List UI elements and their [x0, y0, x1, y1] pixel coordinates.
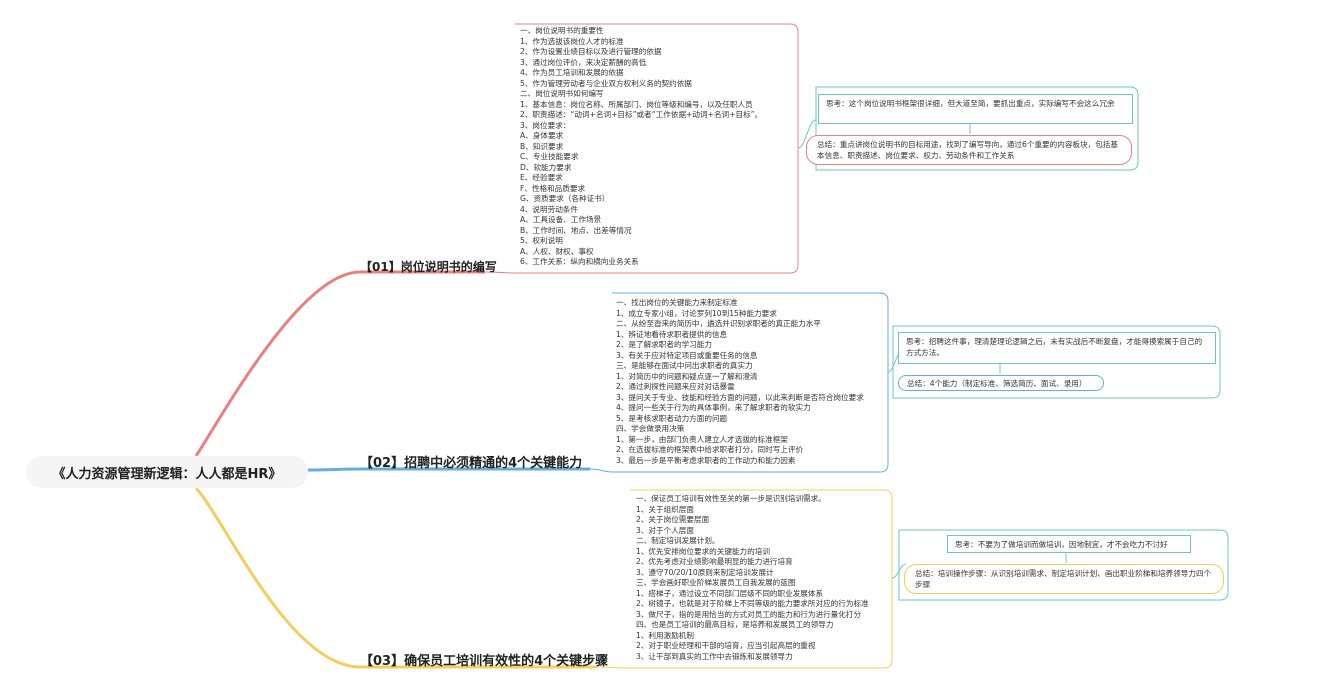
detail-line: A、工具设备、工作场景: [520, 215, 602, 224]
detail-line: 3、遵守70/20/10原则来制定培训发展计: [636, 567, 774, 577]
detail-line: F、性格和品质要求: [520, 183, 586, 193]
summary-note-02-text: 总结：4个能力（制定标准、筛选简历、面试、录用）: [907, 379, 1087, 388]
detail-line: 二、岗位说明书如何编写: [520, 89, 604, 98]
bracket-3: [596, 489, 893, 669]
detail-line: 4、提问一些关于行为的具体事例，来了解求职者的软实力: [616, 403, 811, 412]
think-note-02[interactable]: 思考：招聘这件事，理清楚理论逻辑之后，未有实战后不断复盘，才能得摸索属于自己的方…: [898, 332, 1216, 364]
branch-title-01[interactable]: 【01】岗位说明书的编写: [360, 260, 497, 274]
detail-line: 3、岗位要求：: [520, 120, 571, 130]
note-link-1: [797, 119, 817, 149]
detail-line: 2、通过刺探性问题来应对对话暴雷: [616, 382, 735, 391]
summary-note-01[interactable]: 总结：重点讲岗位说明书的目标用途，找到了编写导向，通过6个重要的内容板块，包括基…: [806, 135, 1132, 165]
detail-line: 2、树镜子，也就是对于阶梯上不同等级的能力要求所对应的行为标准: [636, 599, 869, 608]
detail-line: 2、对于职业经理和干部的培育，应当引起高层的重视: [636, 641, 816, 650]
detail-line: A、身体要求: [520, 131, 564, 140]
think-note-03-text: 思考：不要为了做培训而做培训，因地制宜，才不会吃力不讨好: [955, 540, 1168, 549]
detail-line: 二、从纷至沓来的简历中，遴选并识别求职者的真正能力水平: [616, 319, 822, 328]
detail-line: 1、优先安排岗位要求的关键能力的培训: [636, 546, 770, 556]
detail-line: 3、对于个人层面: [636, 525, 694, 535]
summary-note-03-text: 总结：培训操作步骤：从识别培训需求、制定培训计划、画出职业阶梯和培养领导力四个步…: [915, 569, 1212, 589]
detail-line: 三、学会画好职业阶梯发展员工自我发展的蓝图: [636, 578, 796, 587]
detail-line: 2、关于岗位需要层面: [636, 515, 710, 524]
detail-line: 3、通过岗位评价，来决定薪酬的高低: [520, 57, 647, 67]
detail-line: B、知识要求: [520, 141, 564, 151]
detail-line: 3、最后一步是平衡考虑求职者的工作动力和能力因素: [616, 455, 796, 465]
detail-line: C、专业技能要求: [520, 152, 579, 161]
think-note-02-text: 思考：招聘这件事，理清楚理论逻辑之后，未有实战后不断复盘，才能得摸索属于自己的方…: [906, 337, 1203, 357]
branch-2-curve: [307, 467, 590, 472]
detail-line: 1、对简历中的问题和疑点逐一了解和澄清: [616, 371, 758, 381]
detail-line: 6、工作关系：纵向和横向业务关系: [520, 257, 639, 266]
note-group-3-outline: [898, 529, 1229, 601]
bracket-1: [484, 23, 799, 274]
summary-note-03[interactable]: 总结：培训操作步骤：从识别培训需求、制定培训计划、画出职业阶梯和培养领导力四个步…: [904, 564, 1224, 594]
branch-title-02[interactable]: 【02】招聘中必须精通的4个关键能力: [360, 456, 583, 471]
detail-line: 1、成立专家小组，讨论罗列10到15种能力要求: [616, 308, 777, 318]
detail-line: 四、学会做录用决策: [616, 424, 685, 433]
detail-line: 2、优先考虑对业绩影响最明显的能力进行培育: [636, 557, 793, 566]
detail-line: 4、作为员工培训和发展的依据: [520, 68, 624, 77]
detail-line: 3、做尺子，指的是用恰当的方式对员工的能力和行为进行量化打分: [636, 609, 862, 619]
detail-line: 2、在选拔标准的框架表中给求职者打分，同时写上评价: [616, 445, 804, 454]
detail-line: 3、提问关于专业、技能和经验方面的问题，以此来判断是否符合岗位要求: [616, 392, 864, 402]
detail-line: 四、也是员工培训的最高目标，是培养和发展员工的领导力: [636, 620, 834, 629]
detail-line: 1、关于组织层面: [636, 504, 694, 514]
detail-line: 5、作为管理劳动者与企业双方权利义务的契约依据: [520, 78, 692, 88]
detail-line: 1、辨证地看待求职者提供的信息: [616, 329, 728, 339]
detail-line: 5、是考核求职者动力方面的问题: [616, 413, 728, 423]
summary-note-02[interactable]: 总结：4个能力（制定标准、筛选简历、面试、录用）: [898, 375, 1104, 391]
detail-line: E、经验要求: [520, 173, 563, 182]
detail-line: 一、岗位说明书的重要性: [520, 26, 604, 35]
detail-line: D、软能力要求: [520, 162, 572, 172]
detail-line: B、工作时间、地点、出差等情况: [520, 225, 632, 235]
detail-line: 2、是了解求职者的学习能力: [616, 340, 712, 349]
detail-line: 1、搭梯子，通过设立不同部门层级不同的职业发展体系: [636, 588, 824, 598]
detail-line: 4、说明劳动条件: [520, 204, 578, 214]
detail-line: A、人权、财权、事权: [520, 246, 594, 256]
branch-title-03[interactable]: 【03】确保员工培训有效性的4个关键步骤: [360, 654, 609, 669]
detail-line: 1、作为选拔该岗位人才的标准: [520, 36, 624, 46]
think-note-01[interactable]: 思考：这个岗位说明书框架很详细，但大道至简，要抓出重点，实际编写不会这么冗余: [818, 94, 1133, 124]
bracket-2: [589, 292, 889, 473]
think-note-03[interactable]: 思考：不要为了做培训而做培训，因地制宜，才不会吃力不讨好: [947, 535, 1191, 553]
branch-1-curve: [194, 270, 485, 457]
root-topic[interactable]: 《人力资源管理新逻辑：人人都是HR》: [26, 456, 308, 488]
detail-line: 1、第一步，由部门负责人建立人才选拔的标准框架: [616, 434, 788, 444]
detail-line: 1、利用激励机制: [636, 630, 694, 640]
detail-line: 3、让干部到真实的工作中去锻炼和发展领导力: [636, 651, 793, 661]
detail-line: 1、基本信息：岗位名称、所属部门、岗位等级和编号，以及任职人员: [520, 99, 753, 109]
detail-line: 二、制定培训发展计划。: [636, 536, 720, 545]
branch-3-curve: [194, 486, 597, 669]
detail-line: 2、职责描述：“动词+名词+目标”或者“工作依据+动词+名词+目标”。: [520, 110, 763, 119]
think-note-01-text: 思考：这个岗位说明书框架很详细，但大道至简，要抓出重点，实际编写不会这么冗余: [826, 99, 1115, 108]
detail-line: 三、是能够在面试中问出求职者的真实力: [616, 361, 753, 370]
detail-line: 5、权利说明: [520, 236, 563, 245]
note-group-1-outline: [815, 86, 1139, 171]
detail-line: 一、找出岗位的关键能力来制定标准: [616, 298, 738, 307]
summary-note-01-text: 总结：重点讲岗位说明书的目标用途，找到了编写导向，通过6个重要的内容板块，包括基…: [817, 140, 1118, 160]
note-group-2-outline: [892, 325, 1221, 399]
detail-line: 3、有关于应对特定项目或重要任务的信息: [616, 350, 758, 360]
detail-line: 2、作为设置业绩目标以及进行管理的依据: [520, 47, 662, 56]
detail-line: G、资质要求（各种证书）: [520, 194, 610, 203]
detail-line: 一、保证员工培训有效性至关的第一步是识别培训需求。: [636, 494, 826, 503]
